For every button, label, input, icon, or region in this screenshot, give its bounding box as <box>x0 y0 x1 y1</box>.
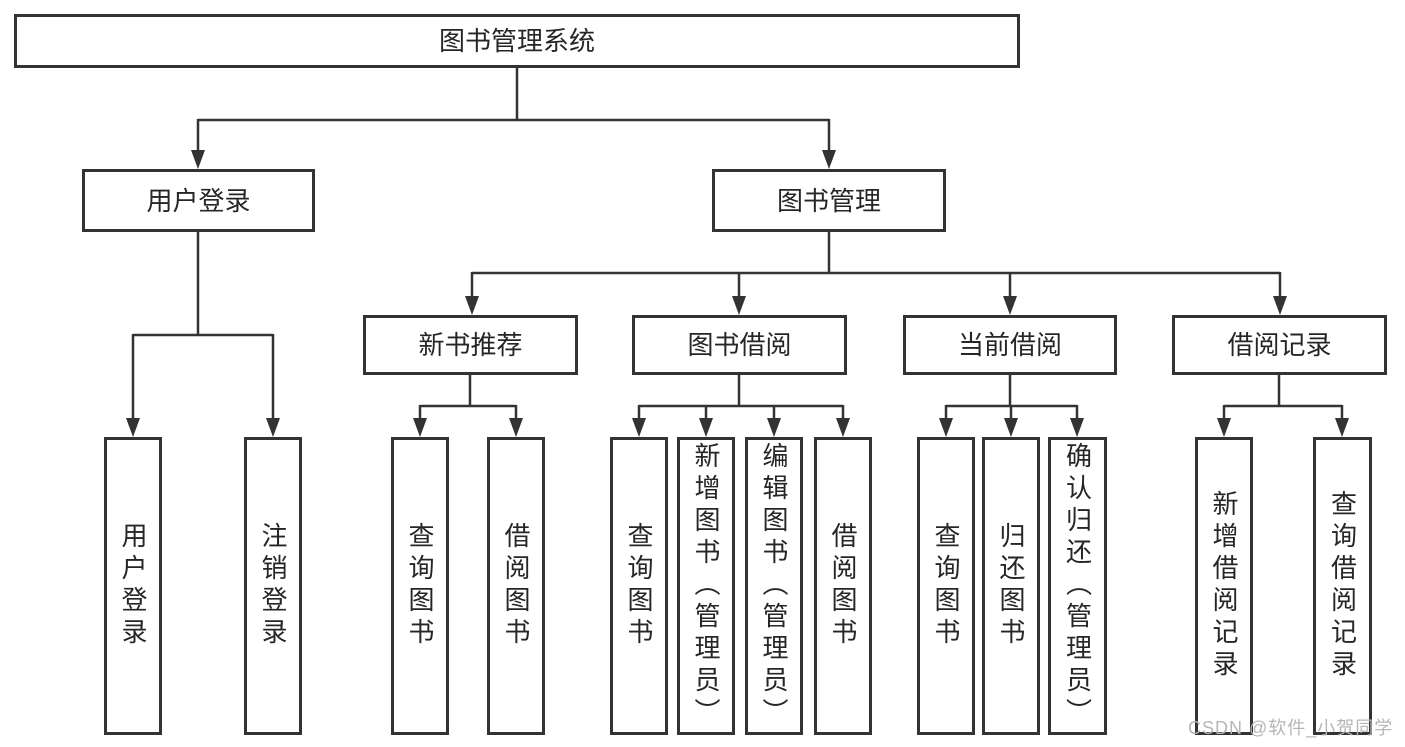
arrow-down-icon <box>509 418 523 437</box>
node-label: 当前借阅 <box>957 330 1062 360</box>
node-label: 查询图书 <box>405 522 435 650</box>
node-label: 借阅图书 <box>501 522 531 650</box>
connector-root-to-level1 <box>191 68 836 169</box>
node-label: 新增借阅记录 <box>1209 490 1239 682</box>
node-label: 新增图书（管理员） <box>691 442 721 730</box>
leaf-add-borrow-record: 新增借阅记录 <box>1195 437 1253 735</box>
node-label: 查询图书 <box>931 522 961 650</box>
leaf-borrow-book: 借阅图书 <box>814 437 872 735</box>
leaf-current-query-book: 查询图书 <box>917 437 975 735</box>
node-label: 确认归还（管理员） <box>1062 442 1093 730</box>
leaf-query-borrow-record: 查询借阅记录 <box>1313 437 1372 735</box>
node-book-borrow: 图书借阅 <box>632 315 847 375</box>
leaf-return-book: 归还图书 <box>982 437 1040 735</box>
leaf-edit-book-admin: 编辑图书（管理员） <box>745 437 803 735</box>
node-label: 图书管理系统 <box>438 26 595 56</box>
arrow-down-icon <box>836 418 850 437</box>
arrow-down-icon <box>732 296 746 315</box>
node-label: 借阅记录 <box>1227 330 1332 360</box>
arrow-down-icon <box>191 150 205 169</box>
node-label: 借阅图书 <box>828 522 858 650</box>
arrow-down-icon <box>1003 296 1017 315</box>
arrow-down-icon <box>126 418 140 437</box>
node-user-login: 用户登录 <box>82 169 315 232</box>
arrow-down-icon <box>465 296 479 315</box>
node-label: 归还图书 <box>996 522 1026 650</box>
leaf-recommend-borrow-book: 借阅图书 <box>487 437 545 735</box>
node-label: 编辑图书（管理员） <box>759 442 789 730</box>
leaf-confirm-return-admin: 确认归还（管理员） <box>1048 437 1107 735</box>
node-label: 用户登录 <box>118 522 148 650</box>
arrow-down-icon <box>699 418 713 437</box>
arrow-down-icon <box>767 418 781 437</box>
arrow-down-icon <box>1004 418 1018 437</box>
arrow-down-icon <box>822 150 836 169</box>
leaf-borrow-query-book: 查询图书 <box>610 437 668 735</box>
node-root-system: 图书管理系统 <box>14 14 1020 68</box>
arrow-down-icon <box>413 418 427 437</box>
connector-book-mgmt-to-level2 <box>465 232 1287 315</box>
leaf-add-book-admin: 新增图书（管理员） <box>677 437 735 735</box>
node-new-book-recommend: 新书推荐 <box>363 315 578 375</box>
node-label: 查询借阅记录 <box>1327 490 1358 682</box>
node-borrow-record: 借阅记录 <box>1172 315 1387 375</box>
node-current-borrow: 当前借阅 <box>903 315 1117 375</box>
csdn-watermark: CSDN @软件_小贺同学 <box>1188 718 1394 738</box>
connector-user-login-to-leaves <box>126 232 280 437</box>
arrow-down-icon <box>1273 296 1287 315</box>
node-label: 图书管理 <box>776 185 881 216</box>
leaf-recommend-query-book: 查询图书 <box>391 437 449 735</box>
arrow-down-icon <box>632 418 646 437</box>
arrow-down-icon <box>939 418 953 437</box>
connector-book-borrow-to-leaves <box>632 375 850 437</box>
connector-borrow-record-to-leaves <box>1217 375 1349 437</box>
node-label: 查询图书 <box>624 522 654 650</box>
arrow-down-icon <box>1335 418 1349 437</box>
arrow-down-icon <box>266 418 280 437</box>
node-label: 用户登录 <box>146 185 251 216</box>
node-book-management: 图书管理 <box>712 169 946 232</box>
node-label: 注销登录 <box>258 522 288 650</box>
connector-current-borrow-to-leaves <box>939 375 1084 437</box>
leaf-user-login: 用户登录 <box>104 437 162 735</box>
arrow-down-icon <box>1217 418 1231 437</box>
node-label: 新书推荐 <box>418 330 523 360</box>
node-label: 图书借阅 <box>687 330 792 360</box>
connector-new-book-to-leaves <box>413 375 523 437</box>
leaf-logout: 注销登录 <box>244 437 302 735</box>
arrow-down-icon <box>1070 418 1084 437</box>
